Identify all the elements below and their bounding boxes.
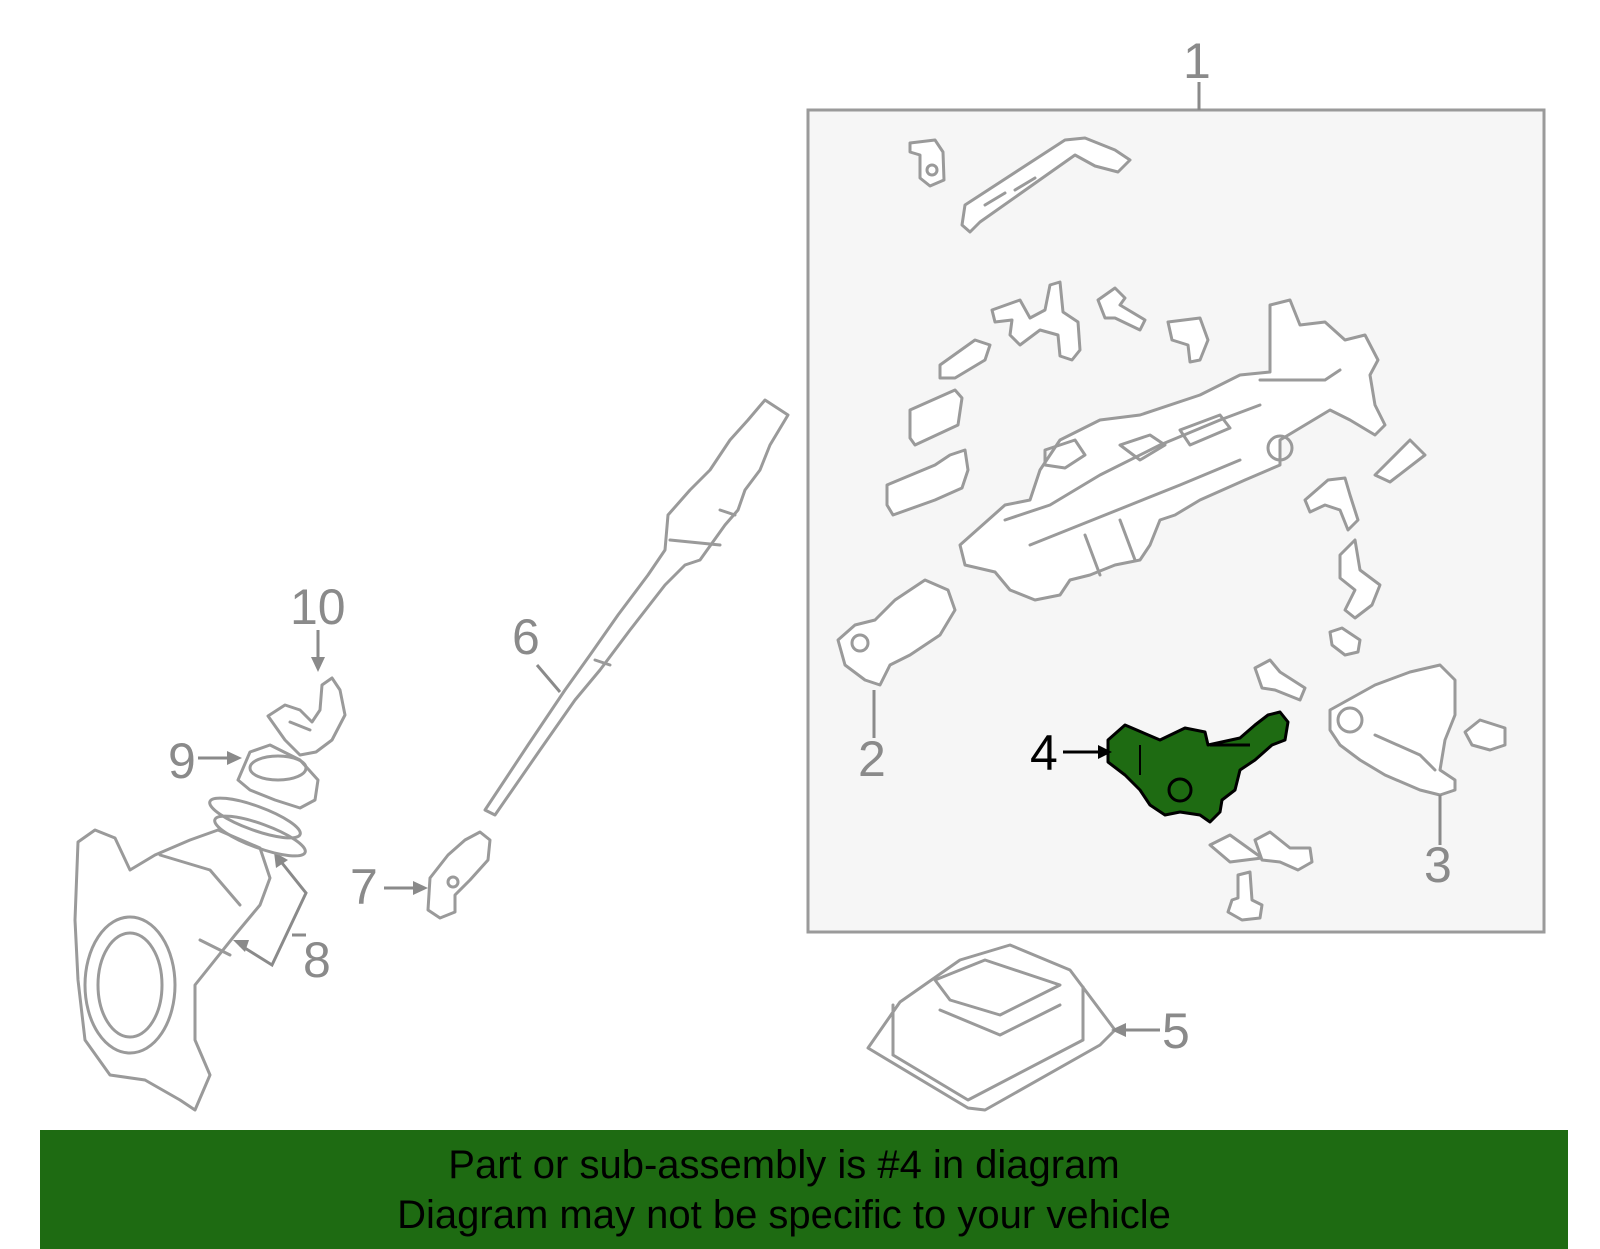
part-8-housing [73,828,272,1112]
parts-diagram: 1 3 [73,33,1546,1112]
callout-8: 8 [303,932,331,988]
column-housing [958,298,1387,602]
banner-line-1: Part or sub-assembly is #4 in diagram [448,1142,1120,1187]
callout-3: 3 [1424,837,1452,893]
callout-9: 9 [168,733,196,789]
callout-1: 1 [1183,33,1211,89]
part-4-highlighted [1106,710,1290,824]
callout-7: 7 [350,859,378,915]
part-9-rings [208,743,320,858]
part-2-bracket [836,578,957,687]
info-banner: Part or sub-assembly is #4 in diagram Di… [40,1130,1568,1249]
callout-10: 10 [290,579,346,635]
callout-6: 6 [512,609,540,665]
banner-line-2: Diagram may not be specific to your vehi… [397,1192,1171,1237]
small-brackets [885,280,1210,517]
callout-5: 5 [1162,1003,1190,1059]
callout-2: 2 [858,731,886,787]
part-5-cover [866,943,1117,1112]
upper-bracket [908,136,1132,234]
part-7-ujoint [426,830,492,920]
part-10-clip [266,676,347,757]
part-6-shaft [483,398,790,817]
callout-4: 4 [1030,725,1058,781]
fasteners-bottom [1208,830,1314,922]
part-3-motor [1328,663,1457,797]
right-small-parts [1253,438,1507,752]
